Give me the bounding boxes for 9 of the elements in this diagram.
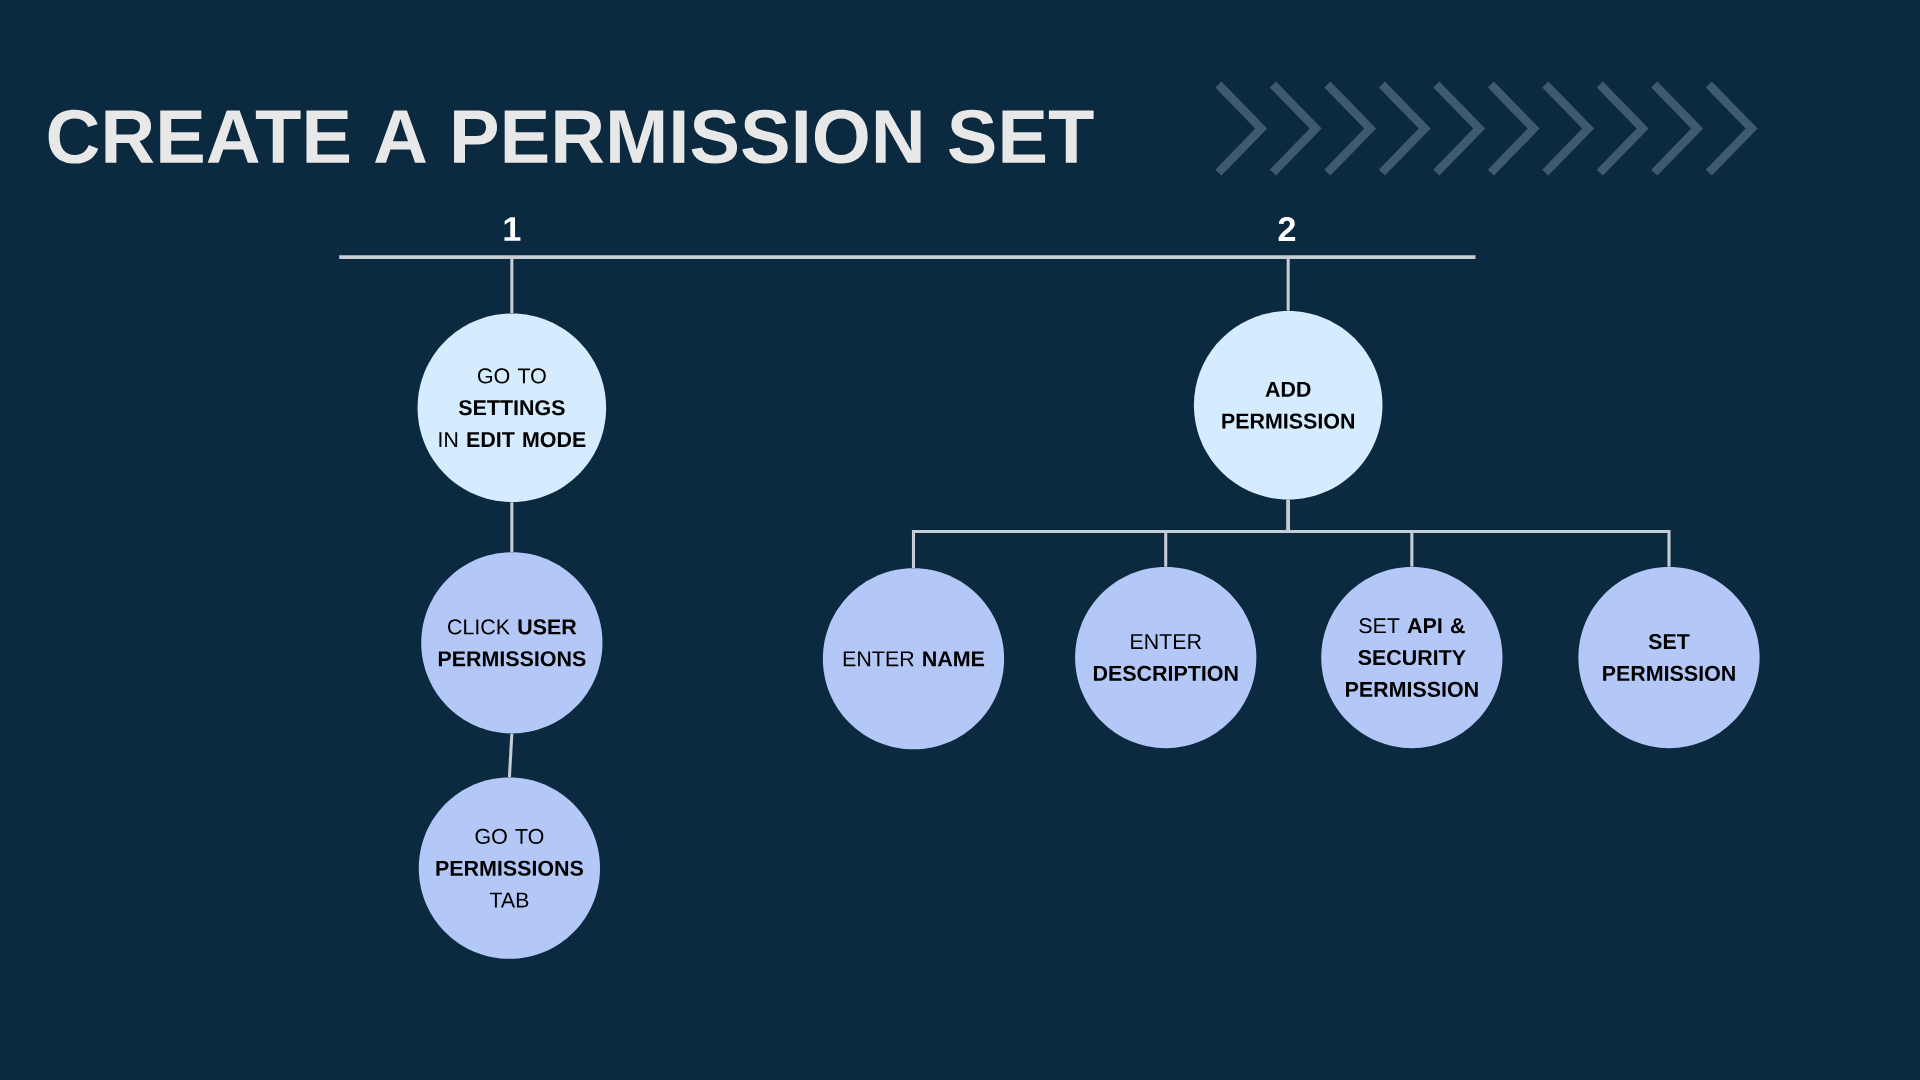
step-number: 2 (1278, 217, 1296, 241)
timeline-bar (339, 255, 1476, 259)
title: CREATE A PERMISSION SET (48, 109, 1094, 164)
connector-line (510, 257, 514, 314)
connector-line (510, 502, 514, 552)
connector-line (507, 733, 514, 778)
connector-line (1286, 499, 1671, 567)
step-number: 1 (504, 217, 521, 241)
connector-line (1286, 257, 1290, 311)
